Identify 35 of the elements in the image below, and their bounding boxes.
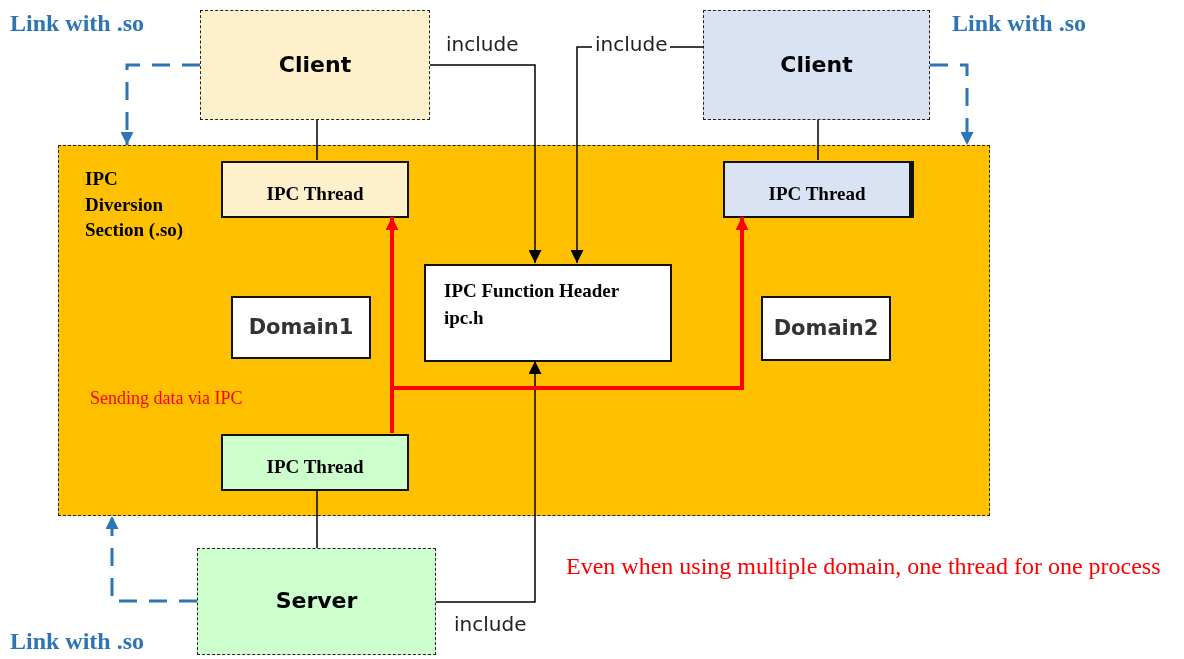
link-note: Link with .so: [10, 10, 145, 37]
section-title: IPC Diversion Section (.so): [85, 167, 185, 243]
note-text: Even when using multiple domain, one thread for one process: [566, 552, 1162, 581]
flow-label: Sending data via IPC: [90, 388, 243, 409]
link-note: Link with .so: [952, 10, 1087, 37]
box-label: Client: [278, 50, 352, 79]
header-box: [424, 264, 672, 362]
dashed-arrow: [105, 516, 197, 603]
process-box: [200, 10, 430, 120]
box-label: IPC Thread: [768, 182, 866, 207]
dashed-arrow: [120, 63, 200, 145]
dashed-arrow: [930, 63, 974, 145]
arrow: [435, 360, 542, 603]
box-label: Domain1: [248, 313, 354, 341]
box-label: Client: [780, 50, 853, 79]
connector-line: [316, 119, 318, 161]
file-name: ipc.h: [444, 305, 485, 330]
arrow: [390, 217, 749, 433]
box-label: IPC Thread: [266, 455, 364, 480]
box-label: IPC Function Header: [444, 279, 621, 303]
process-box: [703, 10, 930, 120]
link-note: Link with .so: [10, 628, 145, 655]
box-label: Server: [275, 587, 358, 616]
domain-box: [761, 296, 891, 361]
thread-box: [221, 161, 409, 218]
thread-box: [221, 434, 409, 491]
process-box: [197, 548, 436, 655]
connector-line: [316, 489, 318, 549]
section-region: [58, 145, 990, 516]
arrow: [429, 64, 542, 264]
box-label: Domain2: [773, 314, 879, 342]
thread-box: [723, 161, 911, 218]
domain-box: [231, 296, 371, 359]
connector-line: [817, 119, 819, 161]
box-label: IPC Thread: [266, 182, 364, 207]
